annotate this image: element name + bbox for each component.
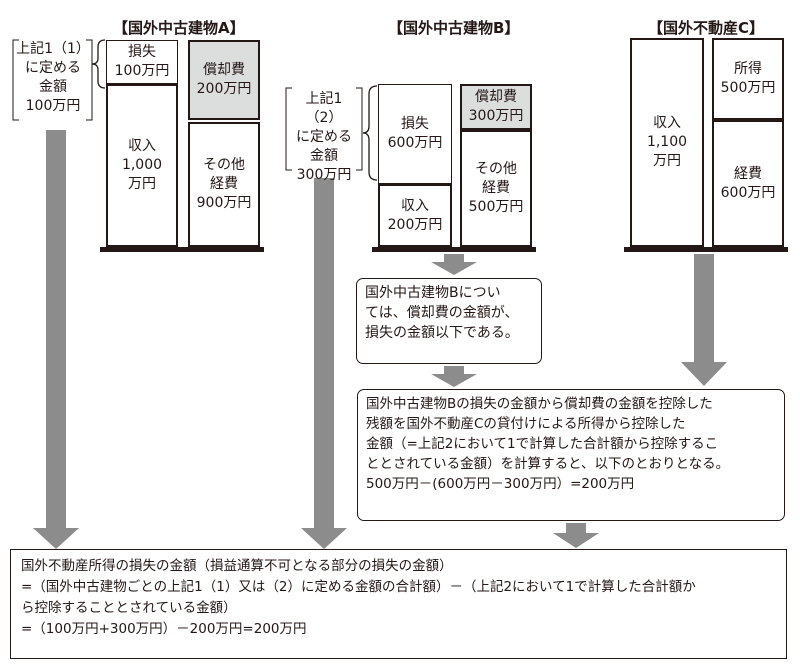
arrow-b-to-note <box>431 254 477 275</box>
brace-a <box>91 39 106 89</box>
building-b-income: 収入 200万円 <box>378 184 452 247</box>
arrow-c-down <box>681 254 727 386</box>
bracket-a-left <box>12 39 19 121</box>
building-b-ref-amount: 上記1（2） に定める 金額 300万円 <box>296 91 352 183</box>
building-c-profit: 所得 500万円 <box>712 38 784 120</box>
building-b-other-expense: その他 経費 500万円 <box>460 130 532 247</box>
building-a-ref-amount: 上記1（1） に定める 金額 100万円 <box>16 41 90 114</box>
base-b <box>372 247 536 252</box>
building-a-depreciation: 償却費 200万円 <box>188 40 260 120</box>
building-a-loss: 損失 100万円 <box>106 40 178 84</box>
building-b-depreciation: 償却費 300万円 <box>460 84 532 130</box>
calculation-box: 国外中古建物Bの損失の金額から償却費の金額を控除した 残額を国外不動産Cの貸付け… <box>357 389 785 521</box>
arrow-b-ref-down <box>301 178 347 549</box>
note-building-b: 国外中古建物Bについ ては、償却費の金額が、 損失の金額以下である。 <box>356 278 542 364</box>
arrow-calc-to-result <box>553 523 599 548</box>
brace-b <box>362 85 378 181</box>
arrow-a-down <box>33 130 79 549</box>
building-b-loss: 損失 600万円 <box>378 84 452 184</box>
building-a-income: 収入 1,000 万円 <box>106 84 178 247</box>
building-c-income: 収入 1,100 万円 <box>630 38 704 247</box>
base-c <box>624 247 788 252</box>
arrow-note-to-calc <box>431 366 477 387</box>
building-c-title: 【国外不動産C】 <box>648 19 765 37</box>
base-a <box>100 247 264 252</box>
building-a-other-expense: その他 経費 900万円 <box>188 122 260 247</box>
bracket-b-left <box>285 87 292 171</box>
building-c-expense: 経費 600万円 <box>712 120 784 247</box>
bracket-a-right <box>86 39 93 121</box>
building-a-title: 【国外中古建物A】 <box>113 19 245 37</box>
building-b-title: 【国外中古建物B】 <box>388 19 520 37</box>
result-box: 国外不動産所得の損失の金額（損益通算不可となる部分の損失の金額） =（国外中古建… <box>10 549 787 659</box>
bracket-b-right <box>356 87 363 171</box>
